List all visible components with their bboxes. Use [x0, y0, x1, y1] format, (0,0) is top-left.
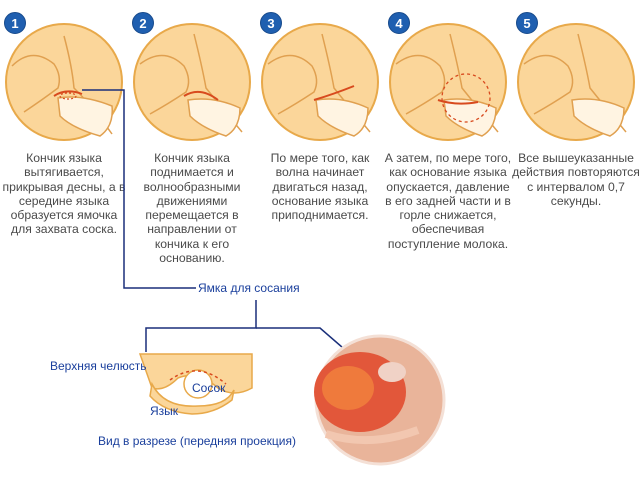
step-number-badge: 5 — [516, 12, 538, 34]
step-3: 3 По мере того, как волна начинает двига… — [256, 0, 384, 310]
step-illustration — [389, 23, 507, 141]
step-number-badge: 3 — [260, 12, 282, 34]
step-number-badge: 4 — [388, 12, 410, 34]
tongue-label: Язык — [150, 404, 179, 418]
step-2: 2 Кончик языка поднимается и волнообразн… — [128, 0, 256, 310]
step-description: Все вышеуказанные действия повторяются с… — [512, 151, 640, 208]
cross-section-diagram — [138, 353, 253, 415]
callout-line — [145, 300, 257, 352]
step-description: А затем, по мере того, как основание язы… — [384, 151, 512, 251]
step-illustration — [261, 23, 379, 141]
step-1: 1 Кончик языка вытягивается, прикрывая д… — [0, 0, 128, 310]
step-illustration — [5, 23, 123, 141]
step-description: Кончик языка вытягивается, прикрывая дес… — [2, 151, 126, 237]
sucking-pit-label: Ямка для сосания — [198, 281, 300, 295]
step-description: По мере того, как волна начинает двигать… — [270, 151, 370, 223]
section-view-caption: Вид в разрезе (передняя проекция) — [98, 434, 296, 448]
step-number-badge: 2 — [132, 12, 154, 34]
callout-line — [82, 89, 196, 289]
step-illustration — [517, 23, 635, 141]
mouth-photo — [314, 334, 446, 466]
step-illustration — [133, 23, 251, 141]
step-number-badge: 1 — [4, 12, 26, 34]
upper-jaw-label: Верхняя челюсть — [50, 359, 147, 373]
step-description: Кончик языка поднимается и волнообразным… — [143, 151, 241, 266]
step-5: 5 Все вышеуказанные действия повторяются… — [512, 0, 640, 310]
step-4: 4 А затем, по мере того, как основание я… — [384, 0, 512, 310]
nipple-label: Сосок — [192, 381, 226, 395]
